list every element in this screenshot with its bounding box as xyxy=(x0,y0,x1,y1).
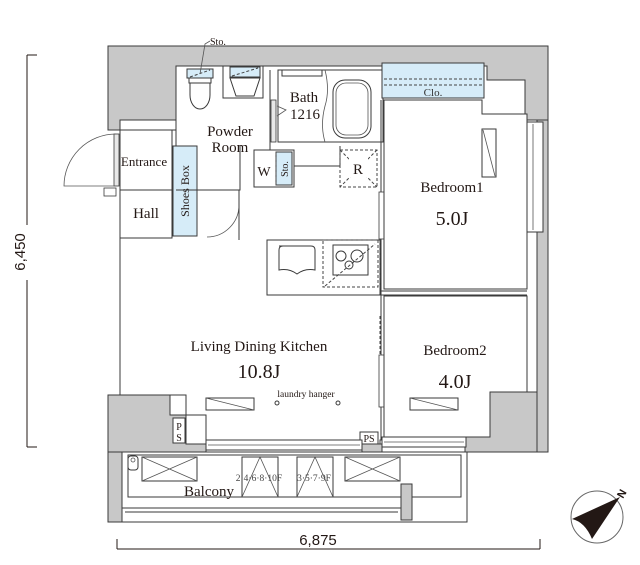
width-dimension: 6,875 xyxy=(116,532,541,550)
powder-room-label-2: Room xyxy=(212,140,249,156)
entrance-area: Entrance Hall xyxy=(63,129,173,239)
bath-label-2: 1216 xyxy=(290,107,321,123)
refrigerator-space: R xyxy=(339,149,378,188)
shoes-box: Shoes Box xyxy=(172,145,198,237)
ps-right-label: PS xyxy=(363,434,374,445)
floors-b-label: 3·5·7·9F xyxy=(297,474,331,484)
ldk-label: Living Dining Kitchen xyxy=(191,339,328,355)
balcony-label: Balcony xyxy=(184,484,234,500)
powder-room: Sto. Powder Room xyxy=(175,37,277,240)
storage-top-label: Sto. xyxy=(210,37,226,48)
bath: Bath 1216 xyxy=(276,69,384,143)
entrance-label: Entrance xyxy=(121,154,167,169)
hall-label: Hall xyxy=(133,206,159,222)
kitchen-counter xyxy=(266,239,381,296)
closet-label: Clo. xyxy=(424,87,443,99)
height-dimension: 6,450 xyxy=(4,54,38,448)
storage-side-label: Sto. xyxy=(280,161,291,177)
height-label: 6,450 xyxy=(12,233,29,271)
ldk-size: 10.8J xyxy=(238,361,281,383)
bedroom1: Clo. Bedroom1 5.0J xyxy=(381,62,544,290)
bedroom2: Bedroom2 4.0J xyxy=(381,295,528,448)
floors-a-label: 2·4·6·8·10F xyxy=(236,474,282,484)
shoes-box-label: Shoes Box xyxy=(178,165,192,217)
width-label: 6,875 xyxy=(299,532,337,549)
bath-label-1: Bath xyxy=(290,90,319,106)
partition-wall xyxy=(378,100,527,440)
living-dining-kitchen: Living Dining Kitchen 10.8J laundry hang… xyxy=(172,339,383,453)
bedroom1-label: Bedroom1 xyxy=(420,180,483,196)
bedroom2-label: Bedroom2 xyxy=(423,343,486,359)
powder-room-label-1: Powder xyxy=(207,124,253,140)
compass-icon: N xyxy=(570,488,630,544)
bedroom1-size: 5.0J xyxy=(436,208,469,230)
bedroom2-size: 4.0J xyxy=(439,371,472,393)
balcony: 2·4·6·8·10F 3·5·7·9F Balcony xyxy=(121,451,468,523)
laundry-hanger-label: laundry hanger xyxy=(277,390,335,400)
washer-label: W xyxy=(257,165,271,180)
refrigerator-label: R xyxy=(353,162,363,178)
